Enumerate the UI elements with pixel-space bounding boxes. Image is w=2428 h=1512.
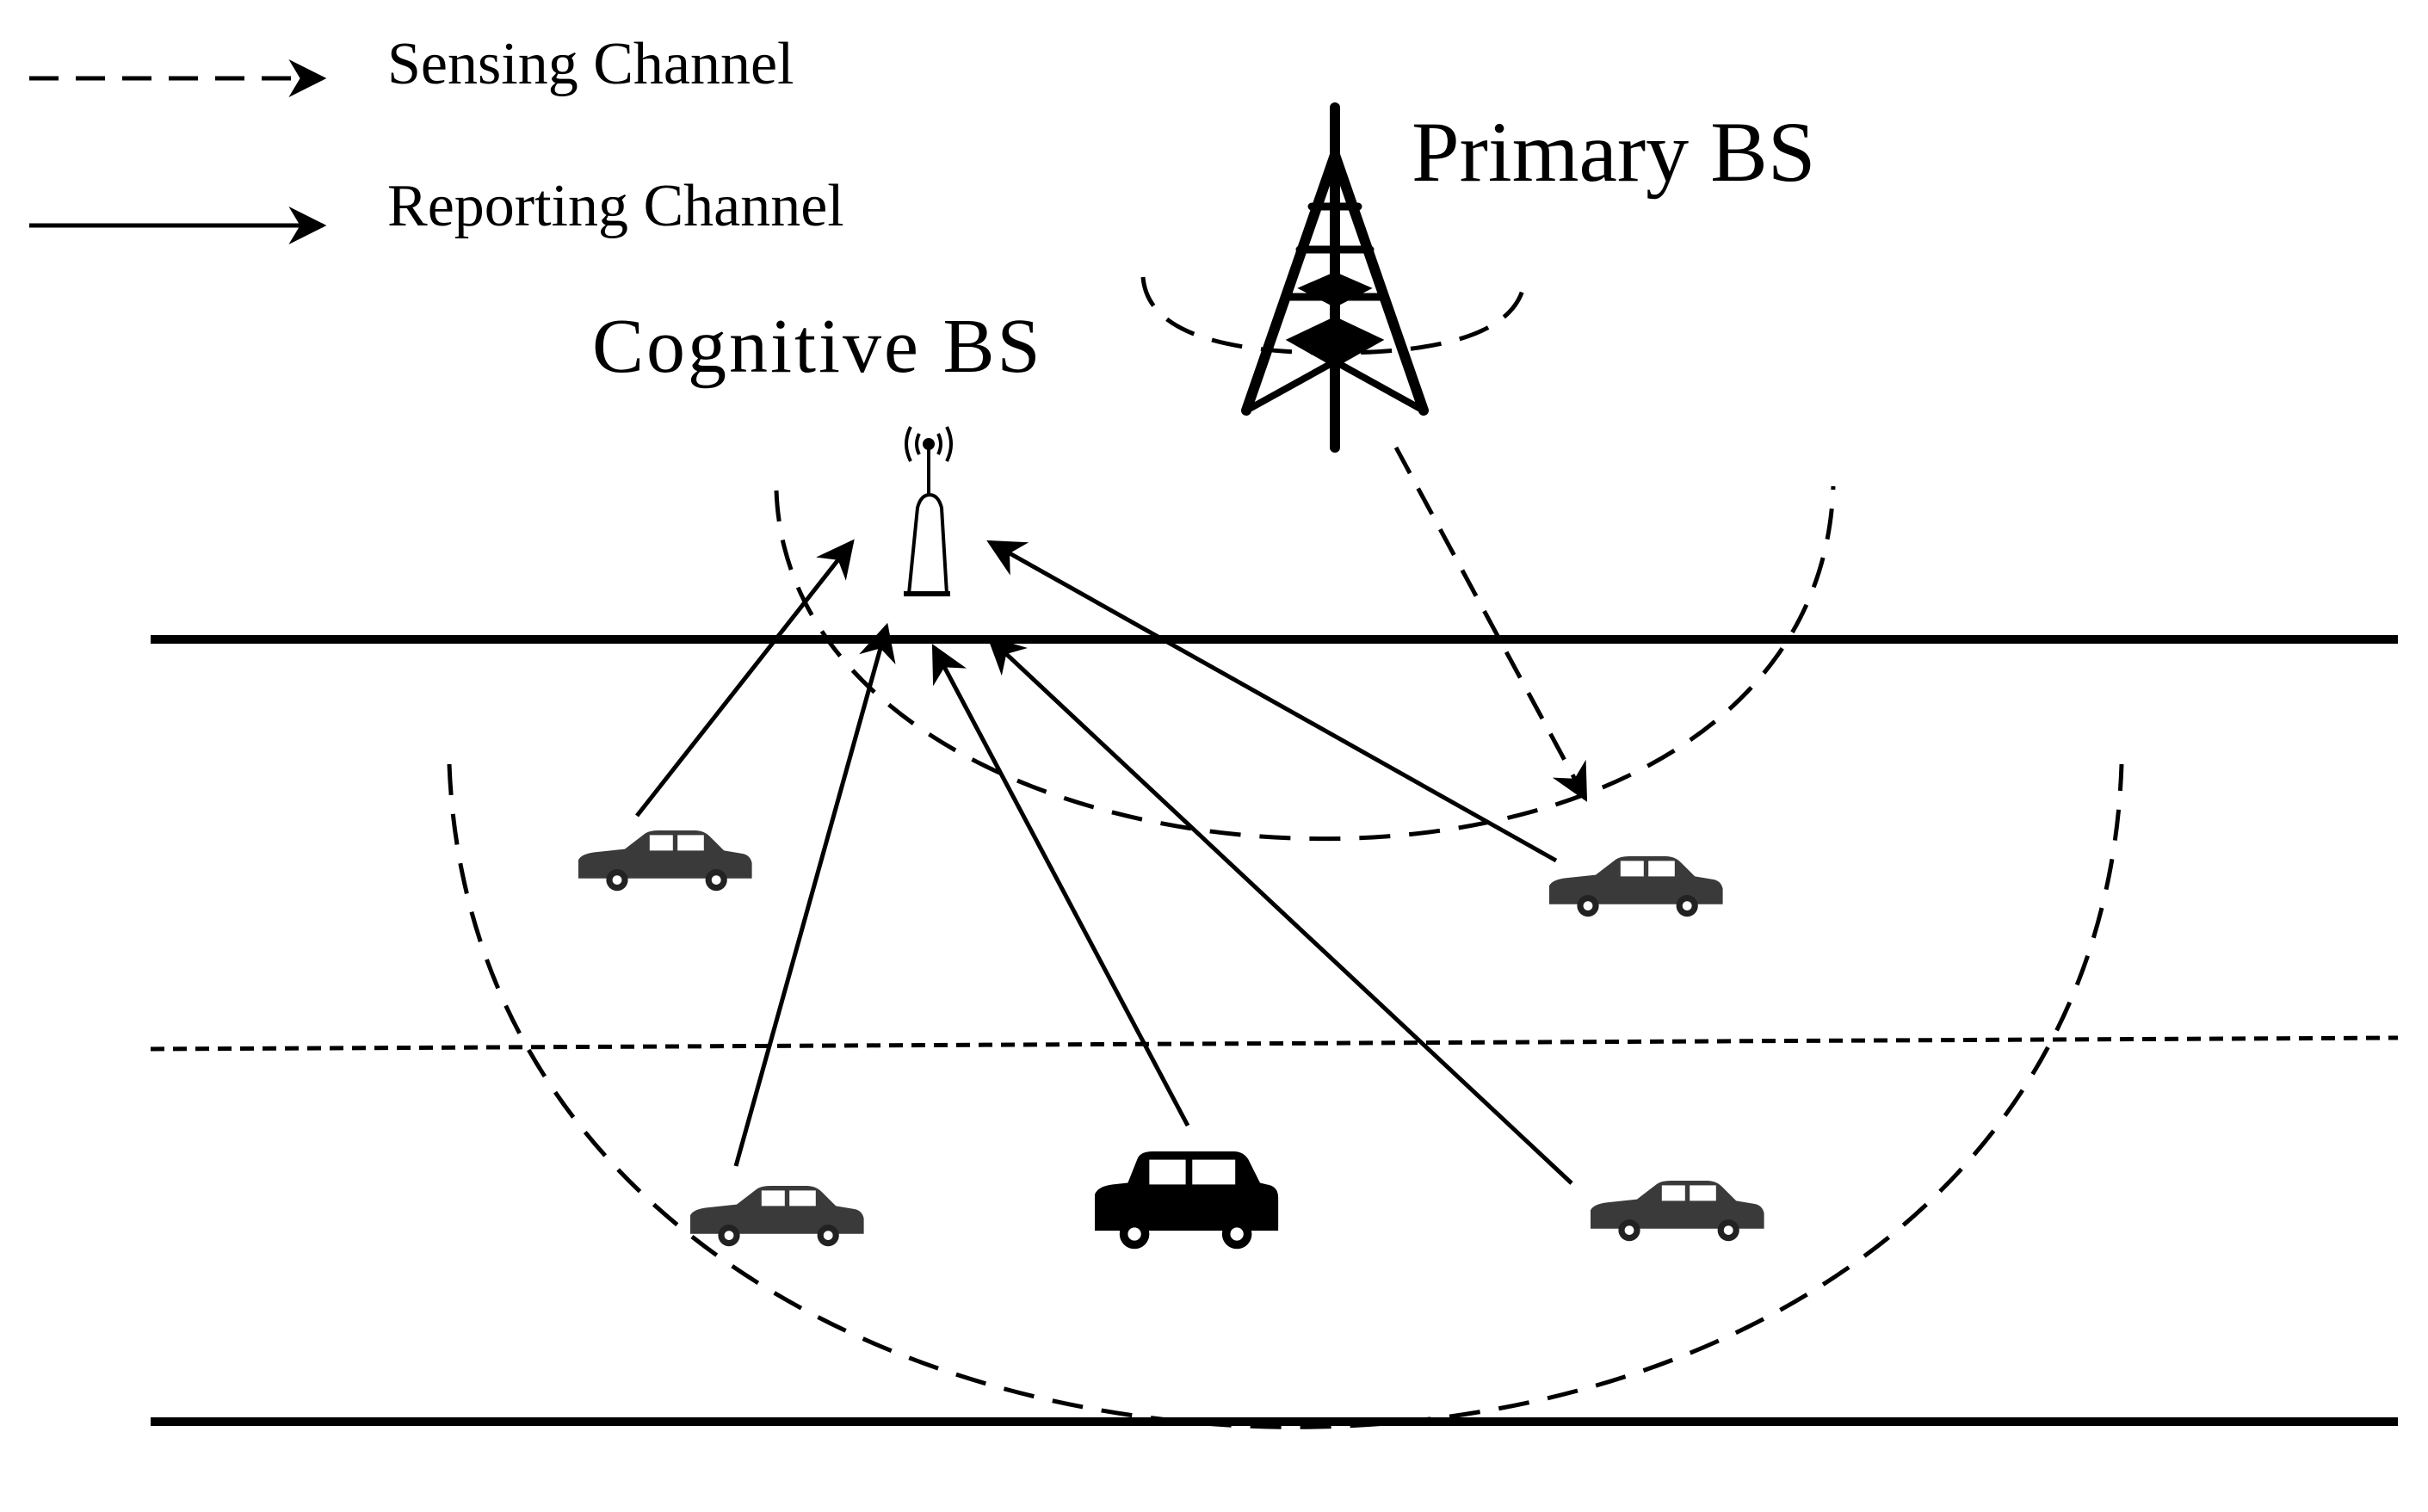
antenna-icon xyxy=(904,426,953,596)
road-center-line xyxy=(150,1035,2399,1052)
reporting-arrow-car-1 xyxy=(635,539,855,818)
car-icon xyxy=(1591,1181,1764,1242)
legend: Sensing Channel Reporting Channel xyxy=(29,31,844,244)
car-icon xyxy=(1095,1151,1279,1250)
transmission-tower-icon xyxy=(1241,102,1429,453)
reporting-arrow-car-2 xyxy=(986,540,1558,863)
road xyxy=(150,635,2399,1426)
reporting-arrow-car-3 xyxy=(733,622,896,1167)
primary-bs: Primary BS xyxy=(1241,102,1815,453)
sensing-channel-arrow xyxy=(1393,446,1588,802)
legend-reporting-label: Reporting Channel xyxy=(387,173,844,239)
car-icon xyxy=(578,830,752,892)
legend-sensing-label: Sensing Channel xyxy=(387,31,794,97)
primary-bs-label: Primary BS xyxy=(1412,104,1815,200)
cognitive-bs: Cognitive BS xyxy=(592,304,1043,596)
cognitive-bs-label: Cognitive BS xyxy=(592,304,1043,389)
reporting-channels xyxy=(635,539,1573,1185)
vehicle-coverage-arc xyxy=(447,763,2124,1429)
vehicles xyxy=(578,830,1764,1250)
reporting-arrow-car-5 xyxy=(986,635,1573,1185)
reporting-arrow-car-4 xyxy=(931,644,1190,1127)
car-icon xyxy=(690,1186,864,1247)
car-icon xyxy=(1549,856,1723,917)
